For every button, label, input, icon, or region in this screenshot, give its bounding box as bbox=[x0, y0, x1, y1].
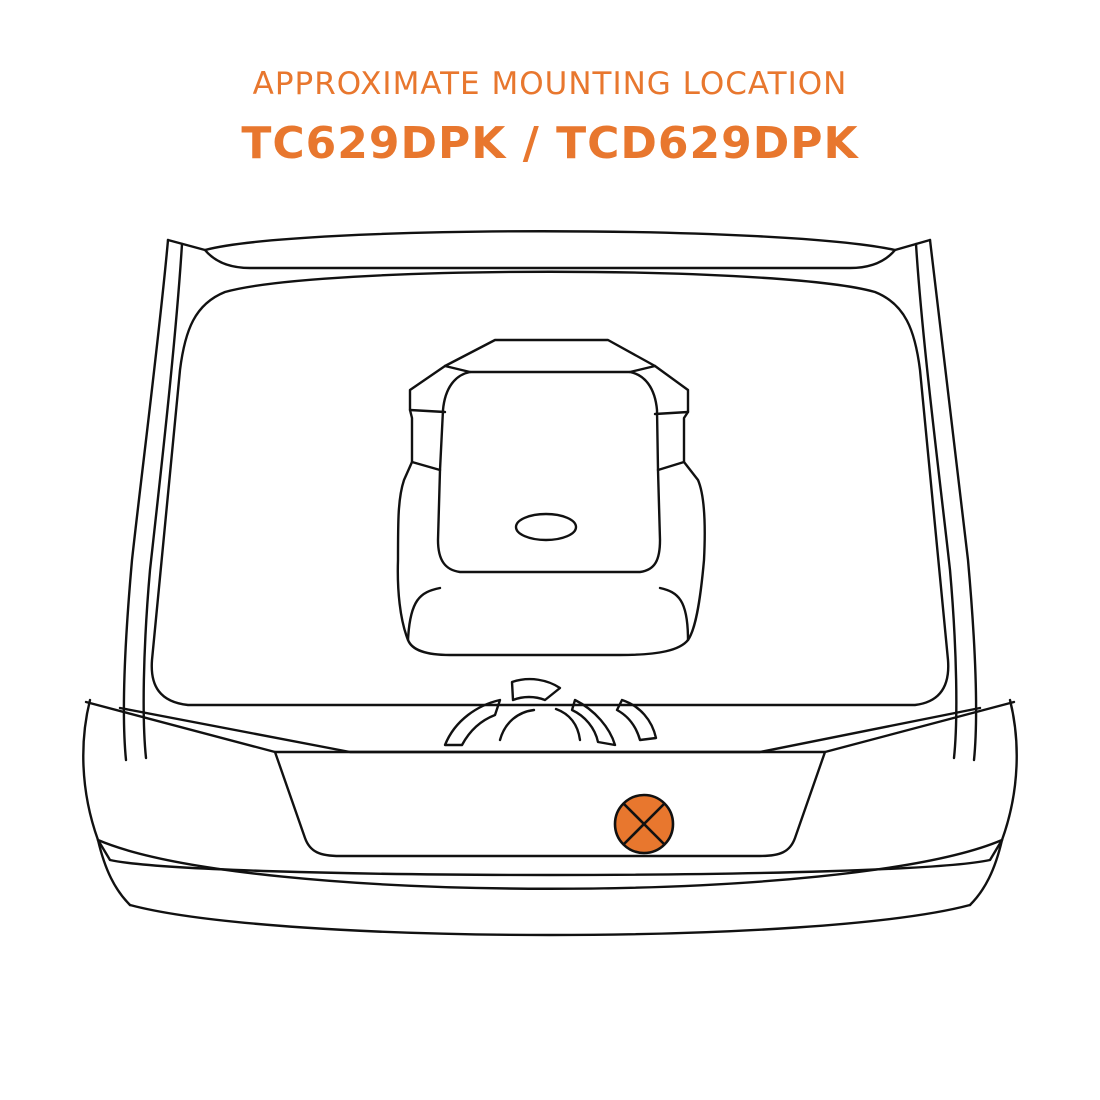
front-bumper bbox=[82, 698, 1018, 937]
mounting-location-marker bbox=[613, 793, 675, 855]
engine-bay-rim bbox=[150, 270, 950, 707]
part-number-title: TC629DPK / TCD629DPK bbox=[241, 118, 859, 169]
mounting-subtitle: APPROXIMATE MOUNTING LOCATION bbox=[252, 66, 848, 102]
open-hood bbox=[122, 230, 978, 762]
grille bbox=[273, 750, 827, 858]
engine-cover bbox=[396, 338, 706, 657]
radiator-fan-icon bbox=[443, 677, 658, 747]
oil-cap-icon bbox=[514, 512, 578, 542]
